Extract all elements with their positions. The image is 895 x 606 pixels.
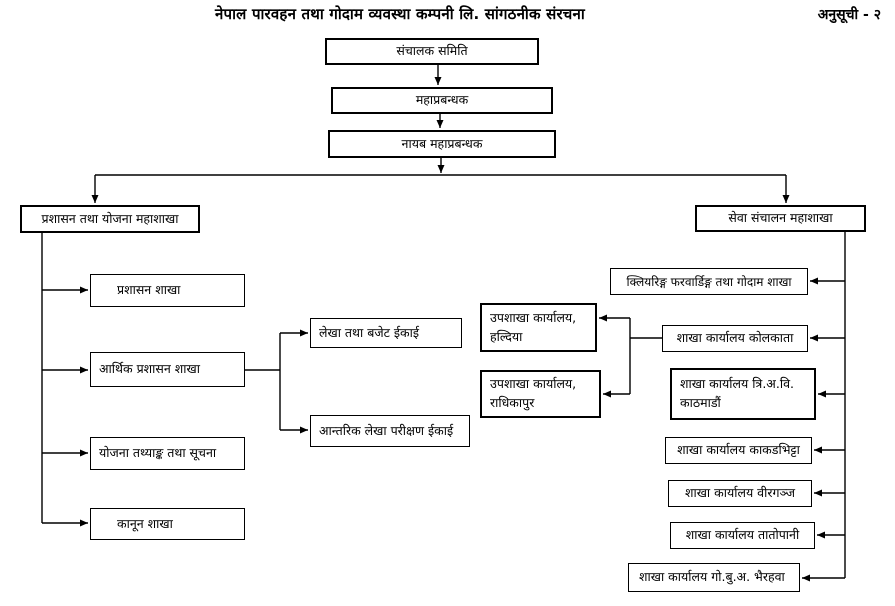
node-law-branch: कानून शाखा	[90, 508, 245, 540]
kolkata-subbranch-connectors	[599, 314, 662, 398]
node-branch-kakadbhitta: शाखा कार्यालय काकडभिट्टा	[665, 437, 812, 464]
node-branch-birgunj: शाखा कार्यालय वीरगञ्ज	[668, 480, 812, 507]
node-branch-tia-kathmandu: शाखा कार्यालय त्रि.अ.वि. काठमाडौं	[670, 368, 816, 420]
node-subbranch-haldia: उपशाखा कार्यालय, हल्दिया	[480, 303, 597, 352]
financial-units-connectors	[245, 329, 308, 434]
node-financial-admin-branch: आर्थिक प्रशासन शाखा	[90, 352, 245, 387]
left-spine-connectors	[41, 233, 88, 527]
node-admin-planning-division: प्रशासन तथा योजना महाशाखा	[20, 205, 200, 233]
node-admin-branch: प्रशासन शाखा	[90, 274, 245, 307]
node-branch-tatopani: शाखा कार्यालय तातोपानी	[670, 522, 815, 549]
node-service-operation-division: सेवा संचालन महाशाखा	[695, 205, 866, 232]
node-deputy-general-manager: नायब महाप्रबन्धक	[328, 130, 556, 158]
node-internal-audit-unit: आन्तरिक लेखा परीक्षण ईकाई	[310, 415, 470, 447]
node-subbranch-radhikapur: उपशाखा कार्यालय, राधिकापुर	[480, 370, 601, 418]
annexure-label: अनुसूची - २	[817, 7, 881, 23]
node-board: संचालक समिति	[325, 38, 539, 65]
node-general-manager: महाप्रबन्धक	[331, 87, 553, 114]
node-branch-bhairahawa: शाखा कार्यालय गो.बु.अ. भैरहवा	[628, 563, 800, 592]
node-branch-kolkata: शाखा कार्यालय कोलकाता	[662, 325, 808, 352]
node-clearing-forwarding-godown-branch: क्लियरिङ्ग फरवार्डिङ्ग तथा गोदाम शाखा	[610, 268, 808, 295]
node-planning-statistics-info: योजना तथ्याङ्क तथा सूचना	[90, 437, 245, 470]
node-accounts-budget-unit: लेखा तथा बजेट ईकाई	[310, 318, 462, 348]
page-title: नेपाल पारवहन तथा गोदाम व्यवस्था कम्पनी ल…	[215, 5, 585, 23]
